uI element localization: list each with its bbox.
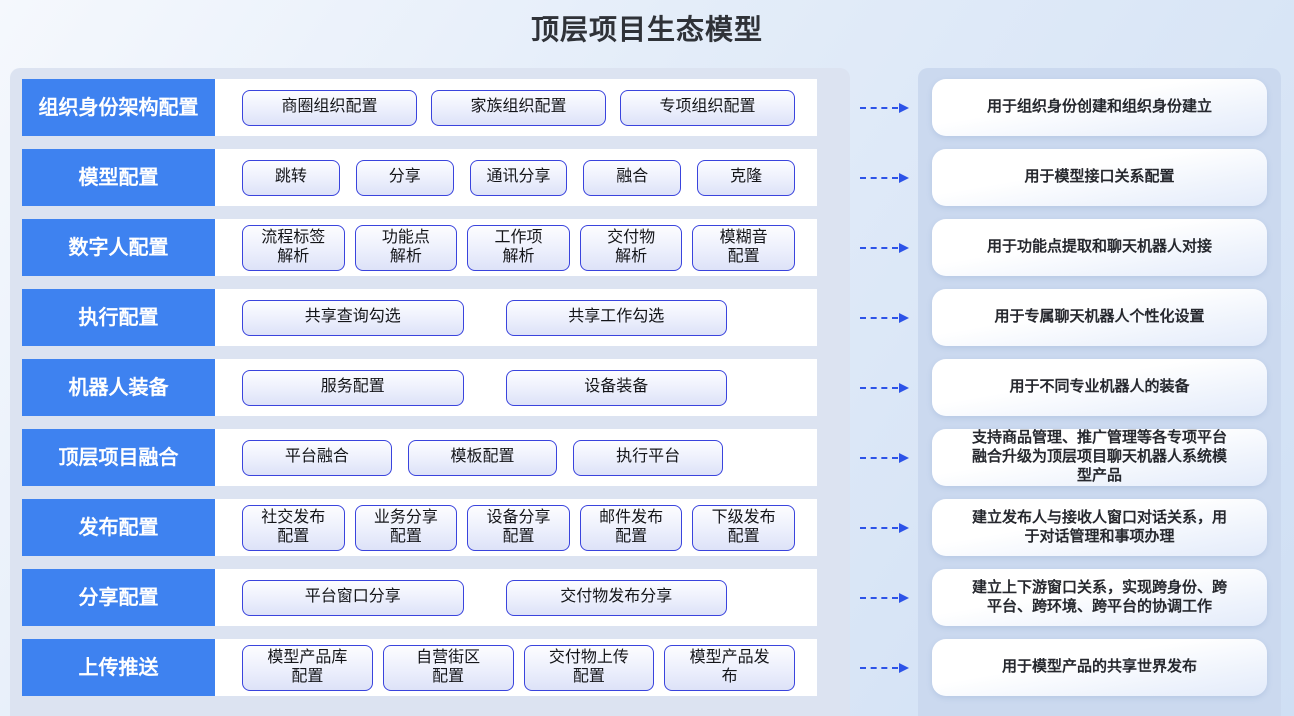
page-title: 顶层项目生态模型	[530, 14, 763, 45]
config-button[interactable]: 平台窗口分享	[242, 579, 464, 616]
flow-arrow-icon	[859, 452, 909, 463]
flow-arrow-icon	[859, 312, 909, 323]
category-label: 模型配置	[22, 149, 215, 206]
row-content: 共享查询勾选 共享工作勾选	[215, 289, 817, 346]
config-button[interactable]: 交付物发布分享	[505, 579, 727, 616]
category-label: 机器人装备	[22, 359, 215, 416]
config-button[interactable]: 服务配置	[242, 369, 464, 406]
config-button[interactable]: 邮件发布 配置	[579, 504, 683, 551]
config-button[interactable]: 设备分享 配置	[467, 504, 570, 551]
row-content: 跳转 分享 通讯分享 融合 克隆	[215, 149, 817, 206]
category-label: 分享配置	[22, 569, 215, 626]
row-model-config: 模型配置 跳转 分享 通讯分享 融合 克隆	[10, 149, 850, 206]
config-button[interactable]: 交付物上传 配置	[523, 644, 655, 691]
result-box: 用于模型产品的共享世界发布	[932, 639, 1267, 696]
row-share-config: 分享配置 平台窗口分享 交付物发布分享	[10, 569, 850, 626]
result-box: 用于专属聊天机器人个性化设置	[932, 289, 1267, 346]
config-button[interactable]: 共享工作勾选	[505, 299, 727, 336]
flow-arrow-icon	[859, 662, 909, 673]
purpose-panel: 用于组织身份创建和组织身份建立 用于模型接口关系配置 用于功能点提取和聊天机器人…	[918, 68, 1281, 716]
config-button[interactable]: 模型产品发 布	[664, 644, 795, 691]
config-button[interactable]: 通讯分享	[469, 159, 568, 196]
config-matrix-panel: 组织身份架构配置 商圈组织配置 家族组织配置 专项组织配置 模型配置 跳转 分享…	[10, 68, 850, 716]
flow-arrow-icon	[859, 102, 909, 113]
result-box: 建立发布人与接收人窗口对话关系，用于对话管理和事项办理	[932, 499, 1267, 556]
config-button[interactable]: 执行平台	[573, 439, 724, 476]
config-button[interactable]: 克隆	[697, 159, 795, 196]
result-box: 用于功能点提取和聊天机器人对接	[932, 219, 1267, 276]
row-content: 商圈组织配置 家族组织配置 专项组织配置	[215, 79, 817, 136]
config-button[interactable]: 融合	[583, 159, 682, 196]
flow-arrow-icon	[859, 592, 909, 603]
config-button[interactable]: 模板配置	[407, 439, 558, 476]
category-label: 执行配置	[22, 289, 215, 346]
result-box: 用于不同专业机器人的装备	[932, 359, 1267, 416]
config-button[interactable]: 模型产品库 配置	[242, 644, 373, 691]
flow-arrow-icon	[859, 382, 909, 393]
config-button[interactable]: 跳转	[242, 159, 340, 196]
config-button[interactable]: 交付物 解析	[579, 224, 683, 271]
config-button[interactable]: 商圈组织配置	[242, 89, 417, 126]
row-publish-config: 发布配置 社交发布 配置 业务分享 配置 设备分享 配置 邮件发布 配置 下级发…	[10, 499, 850, 556]
arrow-column	[850, 68, 918, 716]
category-label: 上传推送	[22, 639, 215, 696]
config-button[interactable]: 家族组织配置	[431, 89, 606, 126]
config-button[interactable]: 模糊音 配置	[692, 224, 795, 271]
row-content: 服务配置 设备装备	[215, 359, 817, 416]
category-label: 顶层项目融合	[22, 429, 215, 486]
config-button[interactable]: 专项组织配置	[620, 89, 795, 126]
row-upload-push: 上传推送 模型产品库 配置 自营街区 配置 交付物上传 配置 模型产品发 布	[10, 639, 850, 696]
config-button[interactable]: 社交发布 配置	[242, 504, 345, 551]
config-button[interactable]: 业务分享 配置	[354, 504, 458, 551]
config-button[interactable]: 自营街区 配置	[382, 644, 514, 691]
row-content: 社交发布 配置 业务分享 配置 设备分享 配置 邮件发布 配置 下级发布 配置	[215, 499, 817, 556]
row-content: 模型产品库 配置 自营街区 配置 交付物上传 配置 模型产品发 布	[215, 639, 817, 696]
result-box: 建立上下游窗口关系，实现跨身份、跨平台、跨环境、跨平台的协调工作	[932, 569, 1267, 626]
row-content: 平台融合 模板配置 执行平台	[215, 429, 817, 486]
config-button[interactable]: 共享查询勾选	[242, 299, 464, 336]
category-label: 发布配置	[22, 499, 215, 556]
row-content: 流程标签 解析 功能点 解析 工作项 解析 交付物 解析 模糊音 配置	[215, 219, 817, 276]
row-robot-equipment: 机器人装备 服务配置 设备装备	[10, 359, 850, 416]
category-label: 数字人配置	[22, 219, 215, 276]
category-label: 组织身份架构配置	[22, 79, 215, 136]
config-button[interactable]: 分享	[355, 159, 454, 196]
row-org-identity-architecture: 组织身份架构配置 商圈组织配置 家族组织配置 专项组织配置	[10, 79, 850, 136]
result-box: 用于组织身份创建和组织身份建立	[932, 79, 1267, 136]
config-button[interactable]: 流程标签 解析	[242, 224, 345, 271]
result-box: 支持商品管理、推广管理等各专项平台融合升级为顶层项目聊天机器人系统模型产品	[932, 429, 1267, 486]
flow-arrow-icon	[859, 172, 909, 183]
config-button[interactable]: 下级发布 配置	[692, 504, 795, 551]
row-execution-config: 执行配置 共享查询勾选 共享工作勾选	[10, 289, 850, 346]
result-box: 用于模型接口关系配置	[932, 149, 1267, 206]
flow-arrow-icon	[859, 522, 909, 533]
config-button[interactable]: 设备装备	[505, 369, 727, 406]
config-button[interactable]: 平台融合	[242, 439, 392, 476]
row-digital-human-config: 数字人配置 流程标签 解析 功能点 解析 工作项 解析 交付物 解析 模糊音 配…	[10, 219, 850, 276]
config-button[interactable]: 功能点 解析	[354, 224, 458, 271]
row-top-project-fusion: 顶层项目融合 平台融合 模板配置 执行平台	[10, 429, 850, 486]
flow-arrow-icon	[859, 242, 909, 253]
row-content: 平台窗口分享 交付物发布分享	[215, 569, 817, 626]
config-button[interactable]: 工作项 解析	[467, 224, 570, 271]
